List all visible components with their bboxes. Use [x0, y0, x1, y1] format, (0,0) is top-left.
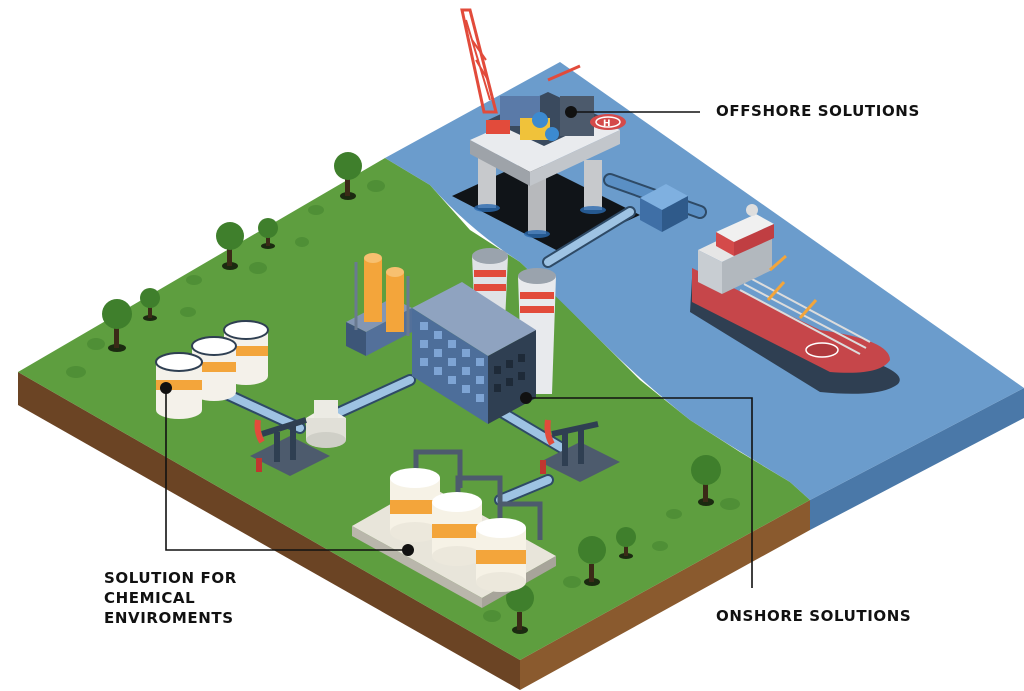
tank-farm: [352, 449, 556, 608]
tree-icon: [140, 288, 160, 321]
storage-tank-icon: [476, 518, 526, 592]
compressor-unit: [306, 400, 346, 448]
tree-icon: [506, 584, 534, 634]
derrick-tower: [460, 8, 498, 114]
tree-icon: [216, 222, 244, 270]
chemical-label-line-2: CHEMICAL: [104, 589, 196, 607]
chemical-label-line-1: SOLUTION FOR: [104, 569, 237, 587]
factory-roof: [412, 282, 536, 356]
tanker-ship-icon: [690, 204, 900, 394]
ground-surface: [18, 158, 810, 660]
tree-icon: [691, 455, 721, 506]
tree-icon: [258, 218, 278, 249]
tree-icon: [616, 527, 636, 559]
crane-arm: [547, 64, 581, 82]
pump-jack-icon: [540, 419, 620, 482]
chemical-solutions-label: SOLUTION FOR CHEMICAL ENVIROMENTS: [104, 568, 237, 628]
soil-right-side: [520, 500, 810, 690]
factory-icon: [346, 253, 536, 424]
water-side: [810, 388, 1024, 530]
svg-text:H: H: [603, 119, 611, 129]
storage-tank-icon: [432, 492, 482, 566]
offshore-marker: [565, 106, 577, 118]
offshore-solutions-label: OFFSHORE SOLUTIONS: [716, 102, 920, 120]
tree-group: [102, 152, 721, 634]
ship-deck: [692, 268, 890, 373]
pump-jack-icon: [250, 417, 330, 476]
drilling-rig-icon: H: [460, 8, 626, 238]
callout-lines: [165, 111, 753, 588]
onshore-solutions-label: ONSHORE SOLUTIONS: [716, 607, 912, 625]
soil-left-side: [18, 372, 520, 690]
callout-dots: [160, 106, 577, 556]
chemical-marker-farm: [402, 544, 414, 556]
chemical-marker-tank: [160, 382, 172, 394]
chemical-leader: [165, 388, 408, 551]
onshore-leader: [526, 397, 753, 588]
storage-tank-icon: [390, 468, 440, 542]
offshore-pump-station: [640, 184, 688, 232]
tree-icon: [334, 152, 362, 200]
helipad-icon: H: [590, 114, 626, 130]
tree-icon: [102, 299, 132, 352]
tree-icon: [578, 536, 606, 586]
chemical-label-line-3: ENVIROMENTS: [104, 609, 234, 627]
onshore-marker: [520, 392, 532, 404]
bush-group: [66, 180, 740, 622]
